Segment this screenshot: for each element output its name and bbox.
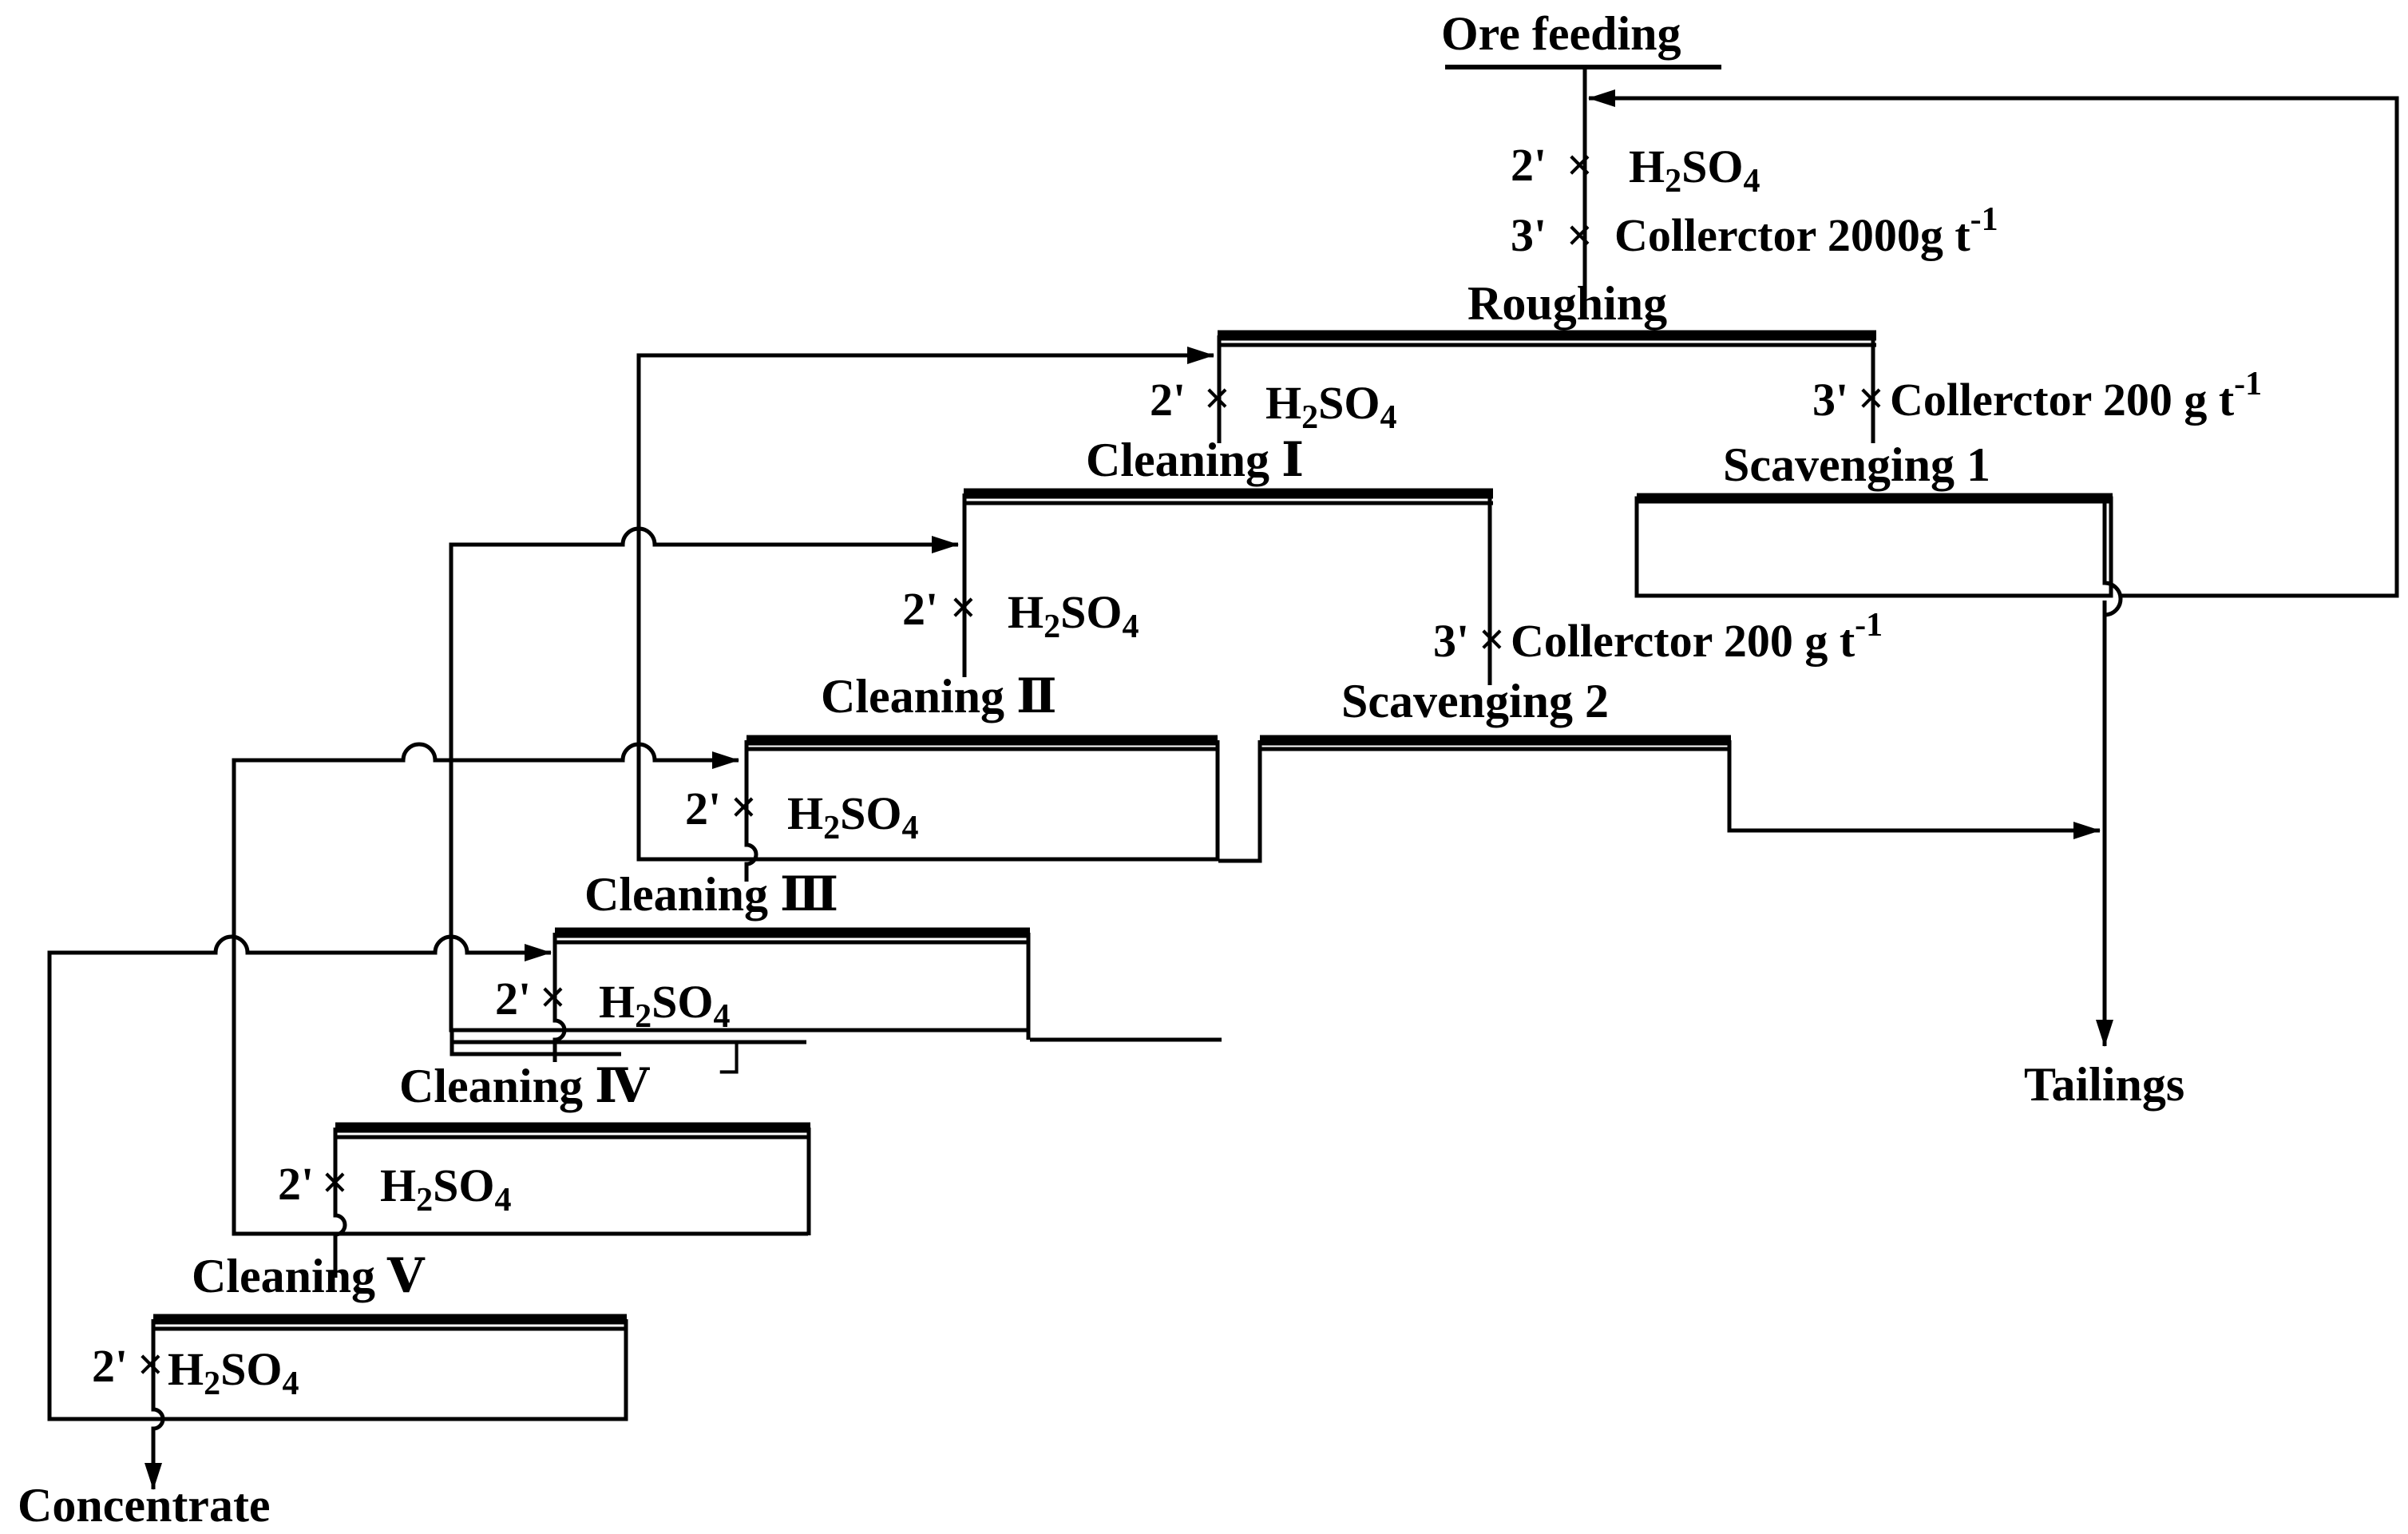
cleaning-3-acid-dose: 2' × H2SO4 — [685, 781, 919, 846]
svg-text:×: × — [1566, 139, 1593, 191]
cleaning-3-label: Cleaning Ⅲ — [584, 868, 838, 921]
svg-text:3': 3' — [1433, 615, 1469, 667]
cleaning-3-conc-line — [552, 933, 567, 1062]
cleaning-2-acid-dose: 2' × H2SO4 — [902, 581, 1139, 645]
svg-text:H2SO4: H2SO4 — [1265, 377, 1397, 436]
svg-text:×: × — [540, 971, 566, 1023]
svg-text:×: × — [1858, 372, 1884, 424]
cleaning-1-acid-dose: 2' × H2SO4 — [1150, 372, 1397, 436]
scavenging-2-tail-line — [1727, 740, 2101, 839]
svg-text:Collerctor 200 g t-1: Collerctor 200 g t-1 — [1511, 607, 1883, 667]
scavenging-2-label: Scavenging 2 — [1341, 675, 1609, 727]
svg-text:H2SO4: H2SO4 — [599, 976, 731, 1035]
cleaning-1-label: Cleaning Ⅰ — [1086, 434, 1304, 486]
cleaning-5-label: Cleaning Ⅴ — [192, 1250, 426, 1302]
svg-text:×: × — [731, 781, 757, 833]
svg-text:2': 2' — [495, 973, 531, 1025]
scavenging-1-recycle-line — [1589, 98, 2399, 598]
svg-text:×: × — [322, 1156, 348, 1208]
svg-text:2': 2' — [1511, 139, 1547, 191]
svg-text:2': 2' — [92, 1340, 128, 1392]
final-acid-dose: 2' × H2SO4 — [92, 1338, 299, 1402]
svg-text:2': 2' — [902, 583, 938, 635]
cleaning-v-tails-to-3-line — [451, 1042, 806, 1052]
tailings-label: Tailings — [2024, 1058, 2184, 1111]
scavenging-2-recycle-line — [1218, 740, 1262, 863]
concentrate-label: Concentrate — [18, 1479, 271, 1532]
cleaning-4-stray-mark: ┘ — [719, 1043, 753, 1096]
svg-text:×: × — [950, 581, 976, 633]
cleaning-5-recycle-line — [450, 1030, 621, 1056]
svg-text:×: × — [1479, 613, 1505, 665]
cleaning-4-recycle-line — [232, 742, 808, 1236]
svg-text:Collerctor 200 g t-1: Collerctor 200 g t-1 — [1890, 366, 2262, 426]
cleaning-2-box — [636, 347, 1220, 862]
scavenging-2-collector-dose: 3' × Collerctor 200 g t-1 — [1433, 607, 1883, 667]
roughing-collector-dose: 3' × Collerctor 2000g t-1 — [1511, 201, 1998, 261]
cleaning-4-label: Cleaning Ⅳ — [399, 1060, 650, 1112]
cleaning-2-conc-line — [744, 740, 758, 882]
svg-text:×: × — [1204, 372, 1230, 424]
cleaning-5-acid-dose: 2' × H2SO4 — [278, 1156, 512, 1219]
svg-text:H2SO4: H2SO4 — [1008, 586, 1139, 645]
scavenging-1-box — [1634, 496, 2113, 598]
cleaning-5-conc-line — [145, 1319, 165, 1490]
svg-text:H2SO4: H2SO4 — [787, 787, 919, 846]
roughing-acid-dose: 2' × H2SO4 — [1511, 139, 1760, 200]
roughing-label: Roughing — [1467, 277, 1667, 330]
svg-text:3': 3' — [1511, 209, 1547, 261]
svg-text:H2SO4: H2SO4 — [1629, 141, 1760, 200]
cleaning-5-box — [47, 934, 628, 1421]
svg-text:×: × — [1566, 209, 1593, 261]
svg-text:H2SO4: H2SO4 — [380, 1159, 512, 1219]
cleaning-4-acid-dose: 2' × H2SO4 — [495, 971, 731, 1035]
svg-text:2': 2' — [278, 1158, 314, 1210]
svg-text:2': 2' — [1150, 374, 1186, 426]
svg-text:Collerctor 2000g t-1: Collerctor 2000g t-1 — [1614, 201, 1998, 261]
cleaning-3-recycle-line — [449, 526, 1030, 1033]
scavenging-1-tail-line — [2102, 498, 2123, 617]
svg-text:3': 3' — [1812, 374, 1848, 426]
cleaning-2-label: Cleaning Ⅱ — [821, 670, 1057, 723]
scavenging-1-label: Scavenging 1 — [1723, 438, 1990, 491]
cleaning-4-conc-line — [333, 1128, 347, 1278]
svg-text:H2SO4: H2SO4 — [168, 1343, 299, 1402]
svg-text:×: × — [137, 1338, 164, 1390]
svg-text:2': 2' — [685, 783, 721, 834]
scavenging-1-collector-dose: 3' × Collerctor 200 g t-1 — [1812, 366, 2262, 426]
ore-feeding-label: Ore feeding — [1441, 7, 1681, 60]
